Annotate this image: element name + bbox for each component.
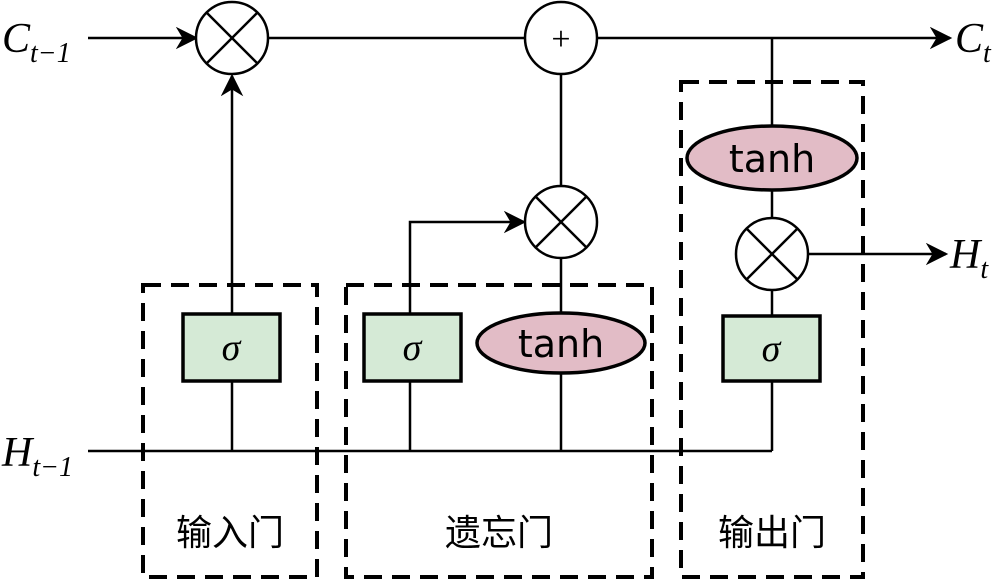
forget-sigma-block: σ	[362, 312, 463, 383]
multiply-node-forget	[523, 184, 599, 260]
input-gate-label: 输入门	[176, 513, 284, 554]
c-next-label: Ct	[955, 16, 992, 69]
output-sigma-label: σ	[762, 328, 782, 370]
plus-sign: +	[551, 21, 570, 58]
c-prev-label: Ct−1	[2, 16, 71, 69]
forget-sigma-label: σ	[403, 327, 423, 369]
h-prev-label: Ht−1	[1, 430, 73, 483]
forget-gate-label: 遗忘门	[445, 513, 553, 554]
output-sigma-block: σ	[721, 314, 822, 383]
forget-tanh-label: tanh	[518, 322, 604, 366]
forget-sigma-to-mult	[408, 210, 527, 314]
output-tanh-label: tanh	[729, 137, 815, 181]
input-sigma-block: σ	[181, 312, 282, 383]
output-gate-label: 输出门	[718, 513, 826, 554]
multiply-node-output	[734, 216, 810, 292]
h-next-label: Ht	[949, 232, 989, 285]
input-gate-box	[141, 283, 319, 579]
forget-gate-box	[344, 283, 654, 579]
forget-tanh-block: tanh	[475, 311, 647, 375]
add-node: +	[523, 0, 599, 76]
multiply-node-input	[194, 0, 270, 76]
output-tanh-block: tanh	[685, 124, 859, 192]
input-sigma-label: σ	[222, 327, 242, 369]
